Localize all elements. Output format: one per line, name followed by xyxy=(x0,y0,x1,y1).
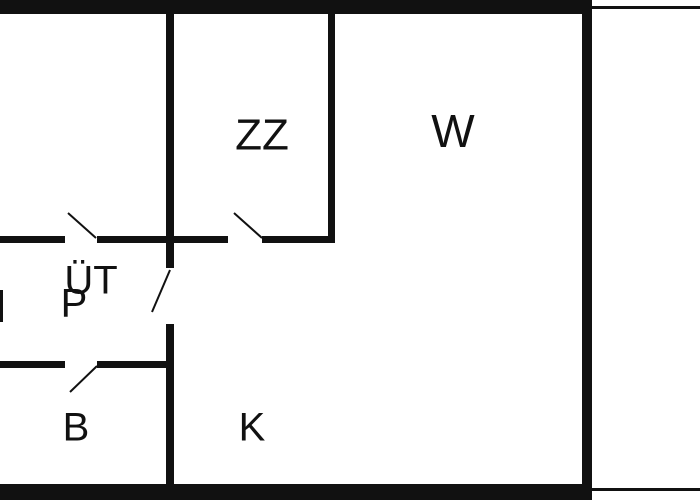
right-outer-wall xyxy=(582,0,592,500)
left-edge-tick xyxy=(0,290,3,322)
door-swing-upper-left xyxy=(67,212,97,239)
wall-under-zz-a xyxy=(174,236,228,243)
bottom-outer-wall xyxy=(0,484,592,500)
wall-under-zz-b xyxy=(262,236,335,243)
room-label-k: K xyxy=(239,406,266,450)
partition-left-zz xyxy=(166,14,174,484)
wall-lower-left-a xyxy=(0,361,65,368)
top-outer-wall xyxy=(0,0,592,14)
adjacent-unit-top-line xyxy=(592,6,700,9)
partition-zz-w xyxy=(328,14,335,243)
door-swing-b xyxy=(69,365,98,393)
door-gap-ut-k xyxy=(166,268,174,324)
adjacent-unit-bottom-line xyxy=(592,488,700,491)
door-swing-zz xyxy=(233,212,263,239)
door-swing-ut-k xyxy=(151,269,171,313)
room-label-p: P xyxy=(61,282,88,326)
wall-upper-left-a xyxy=(0,236,65,243)
room-label-zz: ZZ xyxy=(235,111,289,160)
wall-upper-left-b xyxy=(97,236,166,243)
wall-lower-left-b xyxy=(97,361,169,368)
room-label-w: W xyxy=(431,105,475,157)
room-label-ut: ÜT xyxy=(64,259,117,303)
room-label-b: B xyxy=(63,406,90,450)
